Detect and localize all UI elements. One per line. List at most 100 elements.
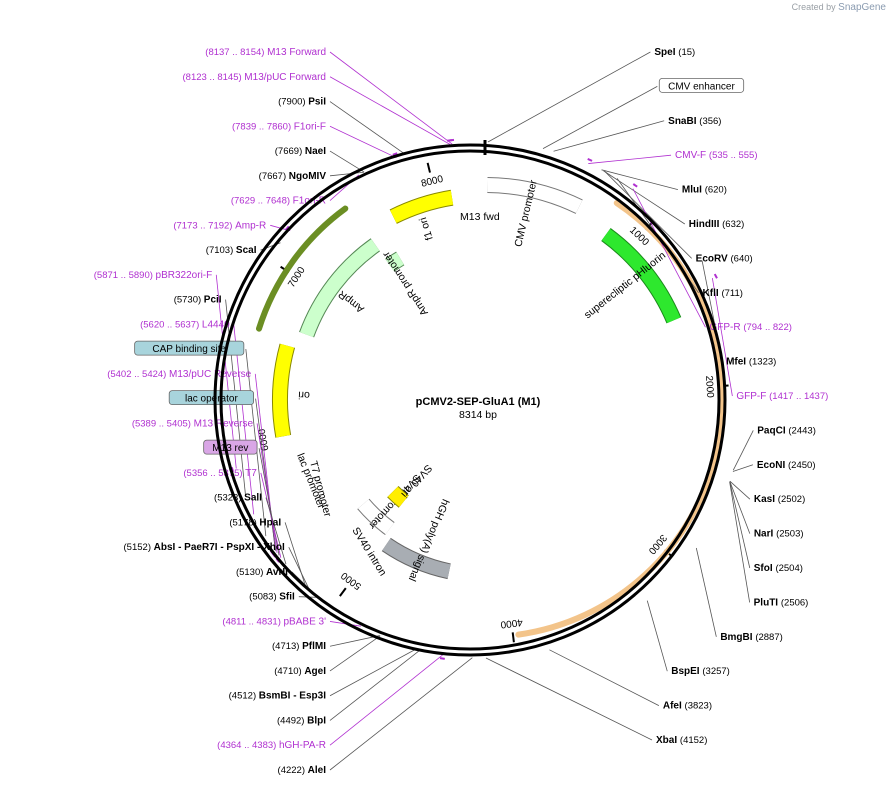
enzyme-site-label: SfoI (2504) [754, 563, 803, 574]
label-leader-line [329, 648, 417, 697]
feature-label: ori [298, 389, 310, 402]
label-leader-line [729, 480, 751, 500]
primer-label: GFP-R (794 .. 822) [709, 322, 791, 333]
label-leader-line [729, 481, 751, 534]
label-leader-line [329, 171, 364, 177]
enzyme-site-label: (5323) SalI [214, 493, 262, 504]
label-leader-line [329, 654, 444, 746]
primer-label: (5620 .. 5637) L4440 [140, 319, 230, 330]
enzyme-site-label: PluTI (2506) [754, 597, 809, 608]
snapgene-branding: Created by SnapGene [792, 2, 886, 13]
enzyme-site-label: (5152) AbsI - PaeR7I - PspXI - XhoI [124, 542, 285, 553]
enzyme-site-label: HindIII (632) [689, 219, 745, 230]
enzyme-site-label: (7103) ScaI [206, 245, 257, 256]
primer-label: (8137 .. 8154) M13 Forward [205, 47, 326, 58]
label-leader-line [233, 324, 255, 515]
feature-body [300, 239, 380, 338]
feature-label: AmpR promoter [380, 249, 431, 318]
primer-label: (4811 .. 4831) pBABE 3' [222, 616, 326, 627]
feature-badge [658, 78, 745, 93]
enzyme-site-label: PaqCI (2443) [757, 425, 816, 436]
plasmid-name: pCMV2-SEP-GluA1 (M1) [416, 396, 541, 408]
feature-badge [203, 439, 258, 455]
label-leader-line [329, 657, 473, 771]
primer-label: (8123 .. 8145) M13/pUC Forward [183, 72, 327, 83]
orf-arc [255, 205, 349, 332]
primer-label: (7839 .. 7860) F1ori-F [232, 121, 326, 132]
enzyme-site-label: (5083) SfiI [249, 592, 295, 603]
label-leader-line [542, 86, 658, 149]
scale-tick-label: 4000 [499, 616, 523, 630]
label-leader-line [603, 170, 686, 225]
feature-body [487, 178, 583, 214]
label-leader-line [215, 274, 237, 469]
feature-body [390, 190, 454, 223]
enzyme-site-label: SnaBI (356) [668, 116, 721, 127]
label-leader-line [329, 101, 406, 155]
enzyme-site-label: AfeI (3823) [663, 701, 712, 712]
enzyme-site-label: BspEI (3257) [671, 666, 730, 677]
enzyme-site-label: (4713) PflMI [272, 641, 326, 652]
label-leader-line [646, 600, 668, 672]
label-leader-line [711, 277, 733, 397]
label-leader-line [485, 657, 653, 741]
label-leader-line [632, 188, 706, 328]
feature-body [387, 486, 409, 507]
label-leader-line [329, 649, 421, 721]
primer-label: (5389 .. 5405) M13 Reverse [132, 418, 254, 429]
scale-tick-label: 8000 [420, 174, 445, 190]
label-leader-line [329, 635, 381, 672]
label-leader-line [260, 472, 282, 558]
label-leader-line [329, 51, 453, 145]
enzyme-site-label: XbaI (4152) [656, 735, 707, 746]
primer-label: (4364 .. 4383) hGH-PA-R [217, 740, 326, 751]
label-leader-line [604, 171, 692, 259]
enzyme-site-label: BmgBI (2887) [720, 632, 782, 643]
label-leader-line [601, 169, 679, 190]
branding-created-by: Created by [791, 2, 836, 12]
feature-body [273, 343, 295, 438]
label-leader-line [732, 464, 754, 472]
scale-tick-mark [426, 162, 431, 173]
scale-tick-mark [339, 587, 347, 597]
label-leader-line [487, 51, 651, 143]
enzyme-site-label: (7900) PsiI [278, 97, 326, 108]
label-leader-line [329, 125, 397, 159]
scale-tick-label: 2000 [703, 375, 715, 398]
feature-badge [168, 390, 254, 406]
enzyme-site-label: EcoNI (2450) [757, 460, 816, 471]
label-leader-line [329, 150, 365, 173]
label-leader-line [549, 649, 660, 706]
feature-label: f1 ori [417, 216, 436, 242]
primer-mark [284, 225, 290, 231]
primer-label: (5871 .. 5890) pBR322ori-F [94, 270, 212, 281]
primer-label: (7173 .. 7192) Amp-R [173, 220, 266, 231]
enzyme-site-label: KflI (711) [703, 288, 743, 299]
feature-badge-label: CMV enhancer [668, 81, 735, 92]
label-leader-line [729, 481, 751, 603]
label-leader-line [329, 635, 380, 647]
label-leader-line [329, 76, 451, 145]
enzyme-site-label: SpeI (15) [654, 47, 695, 58]
backbone-outer-ring [213, 143, 727, 657]
enzyme-site-label: (7669) NaeI [275, 146, 326, 157]
label-leader-line [732, 430, 754, 471]
enzyme-site-label: (4492) BlpI [277, 715, 326, 726]
enzyme-site-label: MluI (620) [682, 185, 727, 196]
feature-badge-label: CAP binding site [152, 344, 226, 355]
label-leader-line [255, 398, 276, 551]
backbone-inner-ring [219, 149, 721, 651]
enzyme-site-label: EcoRV (640) [696, 253, 753, 264]
label-leader-line [695, 547, 717, 637]
enzyme-site-label: (4222) AleI [278, 765, 327, 776]
primer-label: (5402 .. 5424) M13/pUC Reverse [107, 369, 251, 380]
primer-mark [439, 657, 445, 660]
enzyme-site-label: KasI (2502) [754, 494, 805, 505]
label-leader-line [288, 546, 310, 589]
primer-mark [446, 139, 452, 142]
primer-mark [392, 152, 398, 156]
feature-body [601, 228, 681, 324]
